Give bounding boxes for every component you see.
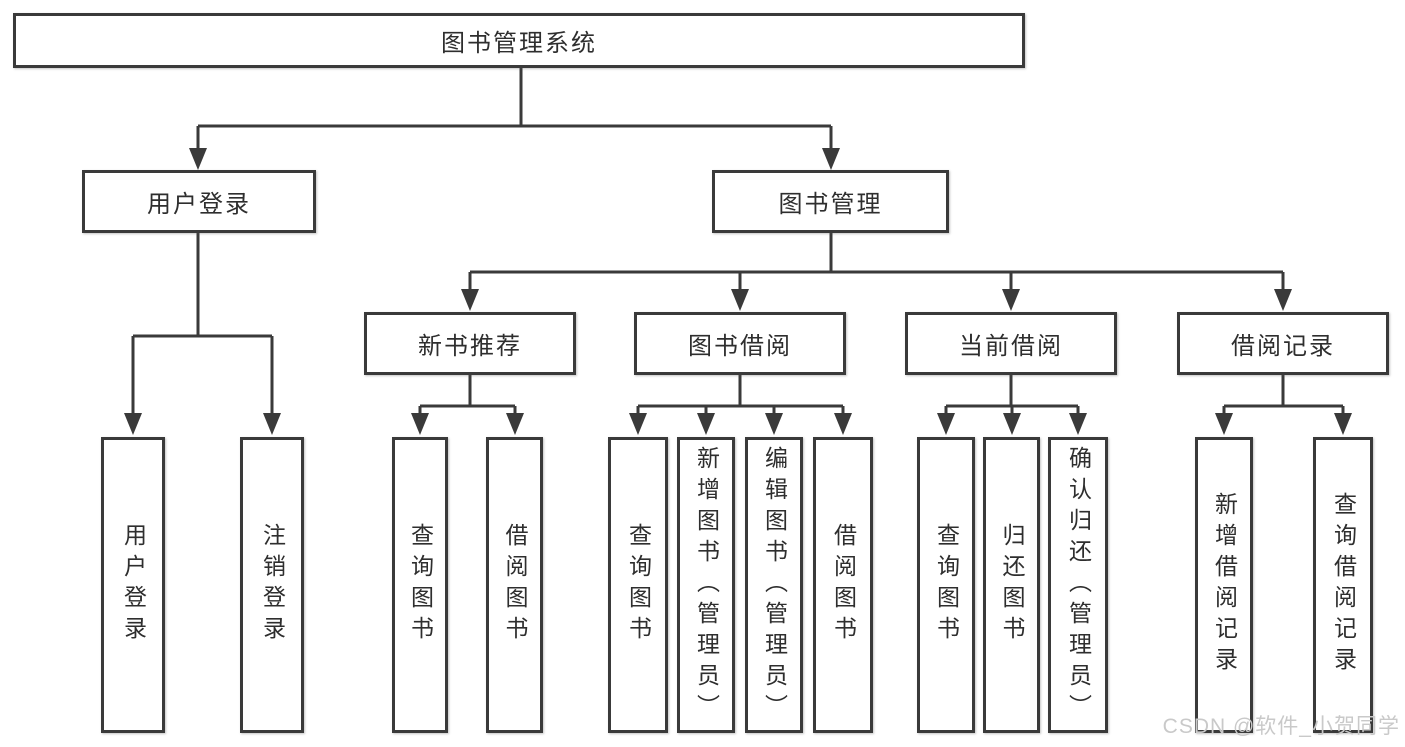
leaf-borrow-books-1: 借阅图书	[486, 437, 543, 733]
leaf-confirm-return-admin: 确认归还（管理员）	[1048, 437, 1108, 733]
leaf-query-books-2-label: 查询图书	[625, 523, 652, 647]
leaf-add-borrow-record-label: 新增借阅记录	[1211, 492, 1238, 678]
leaf-query-borrow-record-label: 查询借阅记录	[1330, 492, 1357, 678]
leaf-edit-book-admin-label: 编辑图书（管理员）	[761, 445, 788, 725]
leaf-add-book-admin-label: 新增图书（管理员）	[693, 445, 720, 725]
node-root-system: 图书管理系统	[13, 13, 1025, 68]
leaf-borrow-books-1-label: 借阅图书	[502, 523, 528, 647]
leaf-user-login: 用户登录	[101, 437, 165, 733]
node-current-borrow-label: 当前借阅	[959, 333, 1063, 360]
node-root-label: 图书管理系统	[441, 30, 597, 57]
leaf-query-books-1-label: 查询图书	[407, 523, 434, 647]
csdn-watermark: CSDN @软件_小贺同学	[1162, 715, 1400, 738]
node-borrow-record: 借阅记录	[1177, 312, 1389, 375]
leaf-return-book: 归还图书	[983, 437, 1040, 733]
node-current-borrow: 当前借阅	[905, 312, 1117, 375]
leaf-query-borrow-record: 查询借阅记录	[1313, 437, 1373, 733]
node-new-book-recommend-label: 新书推荐	[418, 333, 522, 360]
leaf-logout: 注销登录	[240, 437, 304, 733]
leaf-return-book-label: 归还图书	[999, 523, 1025, 647]
node-borrow-record-label: 借阅记录	[1231, 333, 1335, 360]
leaf-borrow-books-2-label: 借阅图书	[830, 523, 857, 647]
node-book-management: 图书管理	[712, 170, 949, 233]
node-user-login-label: 用户登录	[147, 191, 251, 218]
node-user-login: 用户登录	[82, 170, 316, 233]
leaf-add-borrow-record: 新增借阅记录	[1195, 437, 1253, 733]
leaf-borrow-books-2: 借阅图书	[813, 437, 873, 733]
node-new-book-recommend: 新书推荐	[364, 312, 576, 375]
node-book-management-label: 图书管理	[778, 191, 883, 218]
node-book-borrow-label: 图书借阅	[688, 333, 792, 360]
leaf-add-book-admin: 新增图书（管理员）	[677, 437, 735, 733]
leaf-query-books-1: 查询图书	[392, 437, 448, 733]
leaf-user-login-label: 用户登录	[120, 523, 147, 647]
leaf-edit-book-admin: 编辑图书（管理员）	[745, 437, 803, 733]
leaf-query-books-2: 查询图书	[608, 437, 668, 733]
leaf-query-books-3-label: 查询图书	[933, 523, 960, 647]
node-book-borrow: 图书借阅	[634, 312, 846, 375]
leaf-query-books-3: 查询图书	[917, 437, 975, 733]
leaf-confirm-return-admin-label: 确认归还（管理员）	[1065, 445, 1092, 725]
arrowheads	[124, 148, 1352, 435]
leaf-logout-label: 注销登录	[259, 523, 286, 647]
